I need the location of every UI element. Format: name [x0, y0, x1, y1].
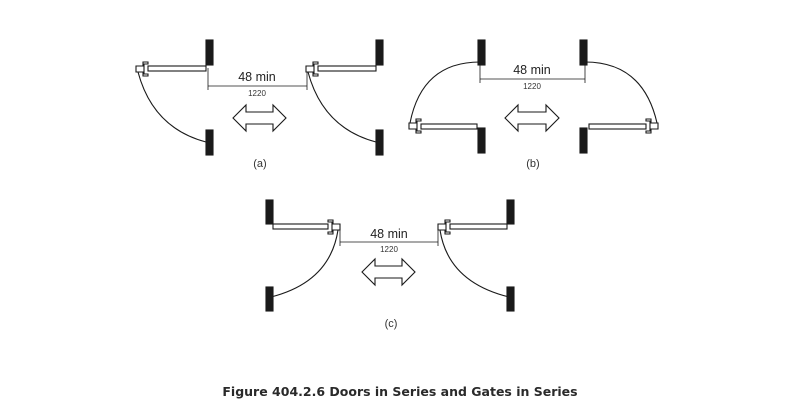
hinge-bracket [305, 61, 319, 77]
dimension-metric-label: 1220 [523, 82, 541, 91]
jamb-post [375, 129, 384, 156]
hinge-bracket [135, 61, 149, 77]
door-b-right [579, 39, 659, 154]
jamb-post [477, 127, 486, 154]
jamb-post [205, 129, 214, 156]
door-swing-arc [307, 71, 377, 143]
door-leaf [420, 123, 478, 130]
dimension-metric-label: 1220 [380, 245, 398, 254]
panel-label: (c) [385, 318, 398, 330]
door-a-right [305, 39, 384, 156]
jamb-post [265, 199, 274, 225]
double-arrow-icon [361, 257, 416, 287]
panel-c: 48 min 1220 (c) [265, 199, 515, 330]
dimension-c [339, 228, 439, 246]
door-b-left [408, 39, 486, 154]
panel-label: (a) [253, 158, 266, 170]
door-leaf [317, 65, 377, 72]
door-leaf [147, 65, 207, 72]
figure-caption: Figure 404.2.6 Doors in Series and Gates… [222, 384, 578, 399]
hinge-bracket [327, 219, 341, 235]
door-swing-arc [409, 61, 481, 124]
hinge-bracket [437, 219, 451, 235]
door-c-right [437, 199, 515, 312]
panel-a: 48 min 1220 (a) [135, 39, 384, 170]
double-arrow-icon [504, 103, 560, 133]
dimension-label: 48 min [513, 63, 551, 77]
door-swing-arc [439, 229, 510, 298]
jamb-post [205, 39, 214, 66]
jamb-post [506, 286, 515, 312]
door-swing-arc [137, 71, 207, 143]
door-leaf [449, 223, 508, 230]
dimension-label: 48 min [370, 227, 408, 241]
jamb-post [375, 39, 384, 66]
hinge-bracket [408, 118, 422, 134]
jamb-post [579, 39, 588, 66]
jamb-post [579, 127, 588, 154]
door-leaf [588, 123, 647, 130]
door-a-left [135, 39, 214, 156]
jamb-post [265, 286, 274, 312]
door-c-left [265, 199, 341, 312]
door-leaf [272, 223, 329, 230]
hinge-bracket [645, 118, 659, 134]
dimension-b [479, 62, 586, 83]
door-swing-arc [270, 229, 339, 298]
jamb-post [506, 199, 515, 225]
dimension-a [207, 68, 308, 90]
double-arrow-icon [232, 103, 287, 133]
panel-label: (b) [526, 158, 539, 170]
door-swing-arc [584, 61, 658, 124]
dimension-metric-label: 1220 [248, 89, 266, 98]
jamb-post [477, 39, 486, 66]
dimension-label: 48 min [238, 70, 276, 84]
panel-b: 48 min 1220 (b) [408, 39, 659, 170]
